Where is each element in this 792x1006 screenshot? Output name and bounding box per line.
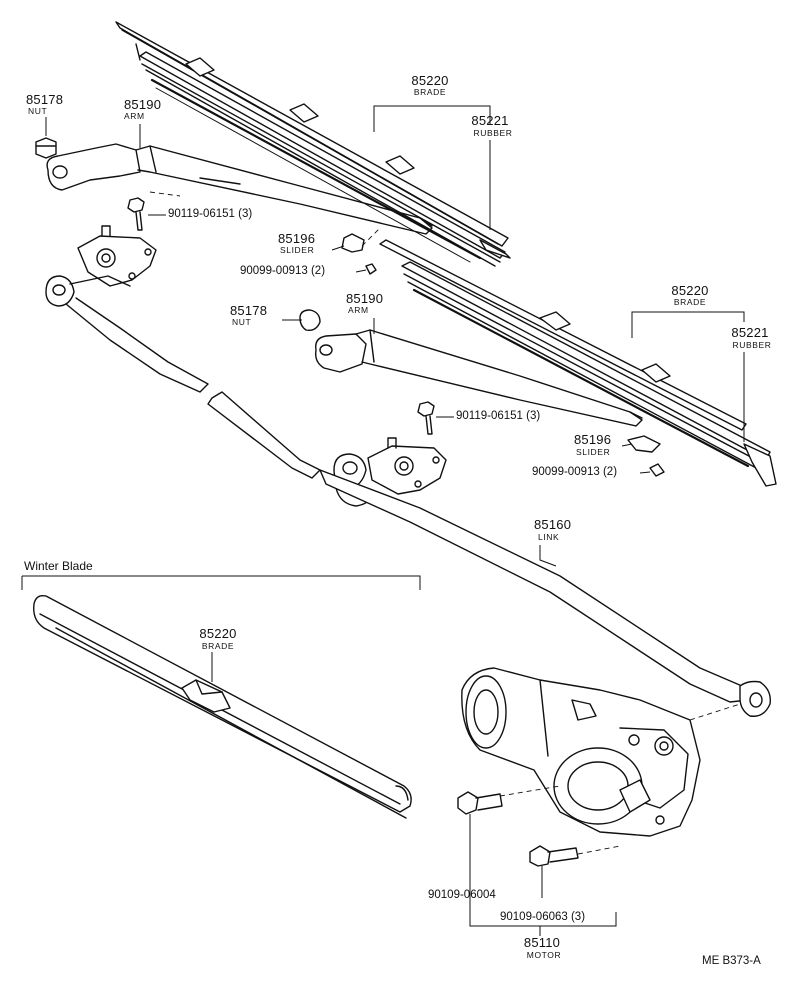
nut-drawings bbox=[35, 137, 321, 332]
upper-blade-drawing bbox=[115, 21, 511, 267]
leader-lines bbox=[21, 105, 745, 936]
lower-blade-drawing bbox=[379, 239, 777, 487]
bolt-upper-number: 90119-06151 (3) bbox=[168, 208, 253, 220]
link-name: LINK bbox=[538, 532, 560, 542]
motor-name: MOTOR bbox=[526, 950, 562, 960]
upper-arm-drawing bbox=[46, 143, 433, 235]
motor-bolt-b-number: 90109-06063 (3) bbox=[500, 911, 586, 923]
screw-lower-number: 90099-00913 (2) bbox=[532, 466, 618, 478]
slider-lower-number: 85196 bbox=[574, 432, 612, 447]
slider-drawings bbox=[341, 233, 665, 477]
winter-blade-number: 85220 bbox=[199, 626, 237, 641]
blade-lower-number: 85220 bbox=[671, 283, 709, 298]
motor-number: 85110 bbox=[523, 935, 561, 950]
motor-bolt-a-number: 90109-06004 bbox=[428, 889, 496, 901]
rubber-lower-number: 85221 bbox=[731, 325, 769, 340]
slider-upper-number: 85196 bbox=[278, 231, 316, 246]
assembly-lines bbox=[149, 191, 741, 855]
slider-upper-name: SLIDER bbox=[280, 245, 315, 255]
blade-upper-name: BRADE bbox=[413, 87, 447, 97]
rubber-upper-number: 85221 bbox=[471, 113, 509, 128]
bolt-drawings bbox=[127, 197, 435, 435]
blade-upper-number: 85220 bbox=[411, 73, 449, 88]
nut-lower-name: NUT bbox=[232, 317, 252, 327]
winter-blade-name: BRADE bbox=[201, 641, 235, 651]
blade-lower-name: BRADE bbox=[673, 297, 707, 307]
nut-lower-number: 85178 bbox=[230, 303, 268, 318]
link-number: 85160 bbox=[534, 517, 572, 532]
arm-lower-name: ARM bbox=[348, 305, 369, 315]
motor-bolt-drawings bbox=[457, 791, 579, 867]
diagram-ref-code: ME B373-A bbox=[702, 955, 761, 967]
motor-drawing bbox=[461, 667, 701, 837]
rubber-upper-name: RUBBER bbox=[473, 128, 513, 138]
rubber-lower-name: RUBBER bbox=[732, 340, 772, 350]
arm-lower-number: 85190 bbox=[346, 291, 384, 306]
screw-upper-number: 90099-00913 (2) bbox=[240, 265, 326, 277]
winter-blade-drawing bbox=[33, 594, 412, 819]
slider-lower-name: SLIDER bbox=[576, 447, 611, 457]
nut-upper-name: NUT bbox=[28, 106, 48, 116]
link-drawing bbox=[319, 469, 771, 717]
left-pivot-drawing bbox=[45, 225, 321, 479]
nut-upper-number: 85178 bbox=[26, 92, 64, 107]
arm-upper-name: ARM bbox=[124, 111, 145, 121]
lower-arm-drawing bbox=[314, 329, 643, 427]
winter-blade-title: Winter Blade bbox=[24, 559, 93, 573]
bolt-lower-number: 90119-06151 (3) bbox=[456, 410, 541, 422]
arm-upper-number: 85190 bbox=[124, 97, 162, 112]
